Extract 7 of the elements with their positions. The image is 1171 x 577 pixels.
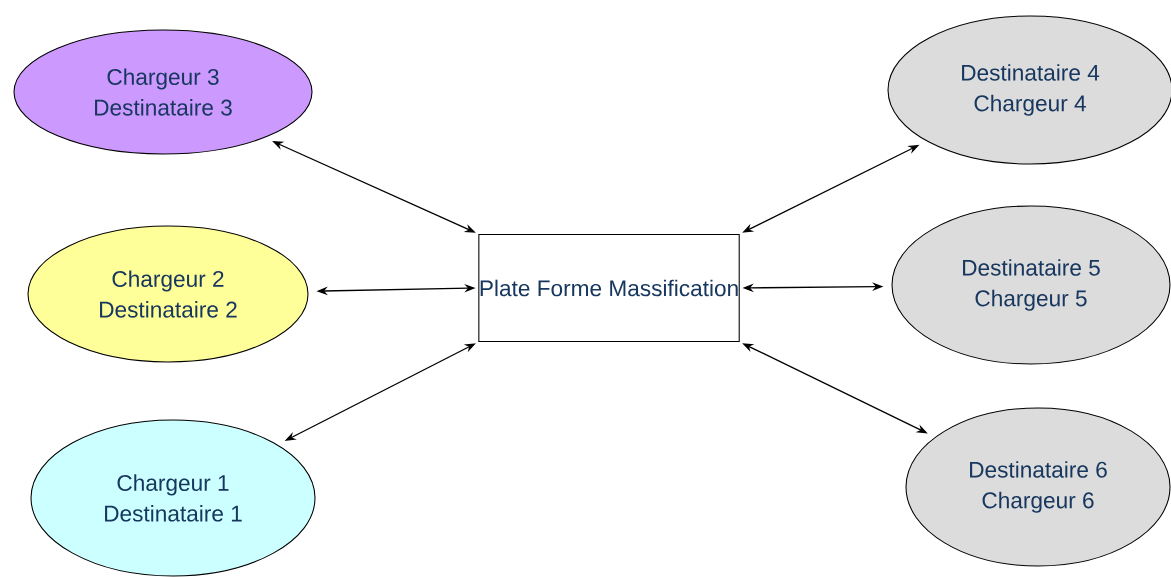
ellipse-node: Destinataire 5 Chargeur 5 (891, 205, 1171, 365)
ellipse-node: Chargeur 1 Destinataire 1 (30, 419, 316, 577)
ellipse-node: Chargeur 2 Destinataire 2 (27, 225, 309, 363)
ellipse-node: Chargeur 3 Destinataire 3 (13, 29, 313, 155)
ellipse-node: Destinataire 4 Chargeur 4 (887, 15, 1171, 165)
platform-box: Plate Forme Massification (478, 233, 740, 343)
ellipse-node: Destinataire 6 Chargeur 6 (905, 407, 1171, 567)
